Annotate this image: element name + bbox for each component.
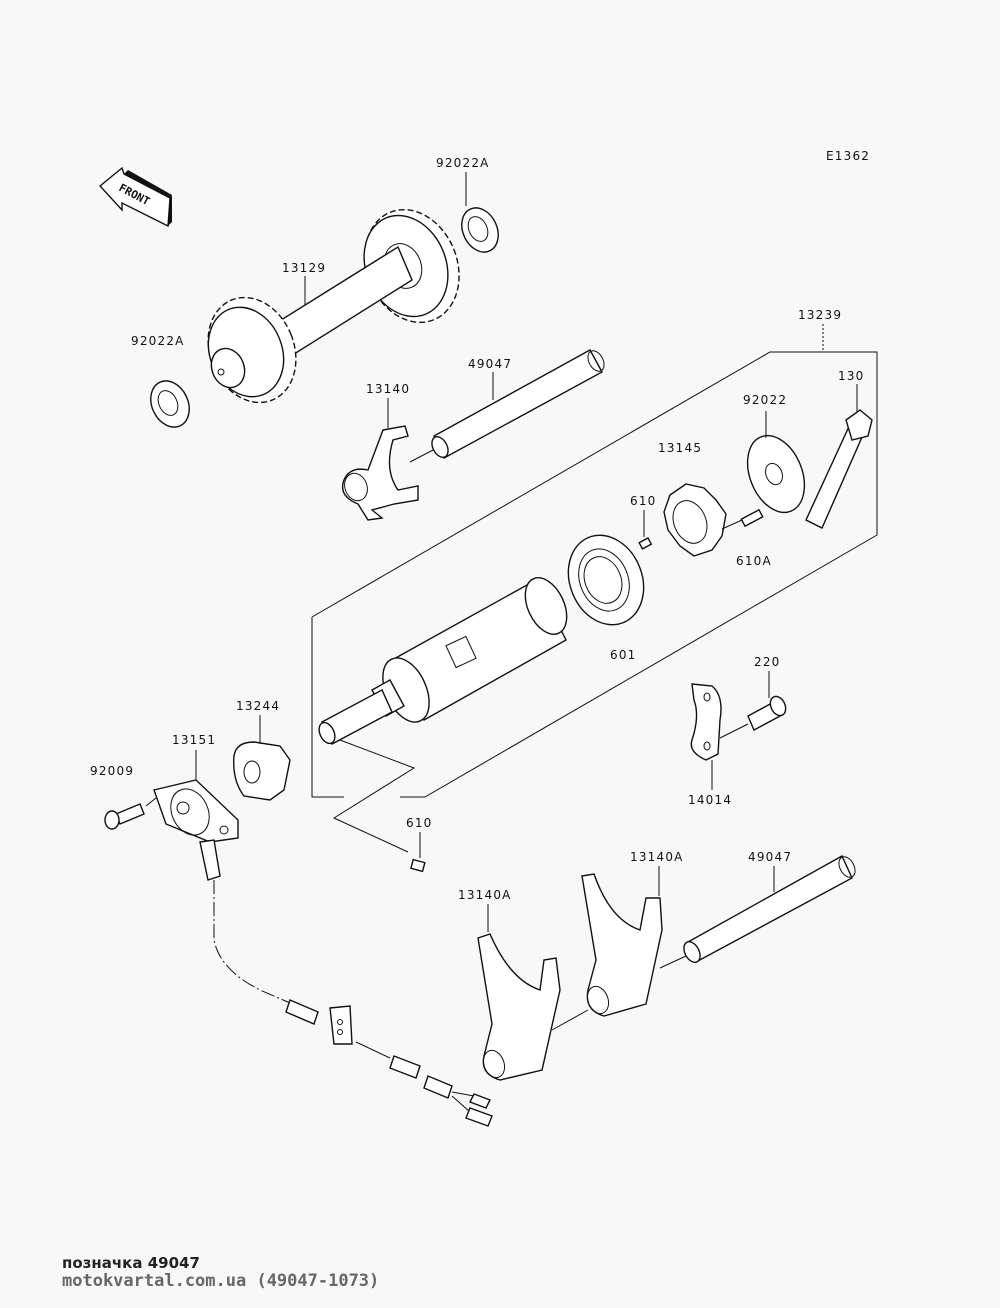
footer-source: motokvartal.com.ua (49047-1073)	[62, 1271, 380, 1291]
label-13151: 13151	[172, 733, 216, 747]
part-92009-screw: 92009	[90, 764, 157, 830]
part-13145-cam-plate: 13145	[658, 441, 727, 557]
label-13244: 13244	[236, 699, 280, 713]
label-49047-bottom: 49047	[748, 850, 792, 864]
part-shift-drum	[318, 577, 568, 745]
part-14014-plate: 14014	[688, 683, 732, 807]
label-13239: 13239	[798, 308, 842, 322]
part-49047-shaft-top: 49047	[409, 349, 605, 463]
label-130: 130	[838, 369, 865, 383]
label-92022A-top: 92022A	[436, 156, 490, 170]
label-610-bottom: 610	[406, 816, 433, 830]
label-13145: 13145	[658, 441, 702, 455]
part-13140A-fork-left: 13140A	[458, 888, 561, 1081]
label-13140: 13140	[366, 382, 410, 396]
label-92022A-left: 92022A	[131, 334, 185, 348]
part-610-pin-bottom: 610	[406, 816, 433, 873]
label-13140A-left: 13140A	[458, 888, 512, 902]
part-49047-shaft-bottom: 49047	[659, 850, 856, 969]
label-49047-top: 49047	[468, 357, 512, 371]
part-92022-washer: 92022	[743, 393, 806, 514]
label-610A: 610A	[736, 554, 772, 568]
part-610-pin-top: 610	[630, 494, 657, 550]
label-92009: 92009	[90, 764, 134, 778]
part-13129-shaft: 13129	[207, 208, 460, 404]
label-13129: 13129	[282, 261, 326, 275]
diagram-code: E1362	[826, 149, 870, 163]
label-92022: 92022	[743, 393, 787, 407]
front-arrow-icon: FRONT	[98, 166, 172, 228]
label-601: 601	[610, 648, 637, 662]
part-601-bearing: 601	[567, 534, 645, 662]
label-14014: 14014	[688, 793, 732, 807]
part-610A-pin: 610A	[721, 508, 772, 568]
part-130-bolt: 130	[805, 369, 873, 529]
part-13140A-fork-right: 13140A	[551, 850, 684, 1031]
part-13244-holder: 13244	[233, 699, 291, 801]
part-13151-switch: 13151	[153, 733, 239, 881]
part-92022A-washer-top: 92022A	[436, 156, 499, 253]
part-13140-fork: 13140	[341, 382, 419, 521]
part-wire-harness	[213, 880, 493, 1127]
footer-caption: позначка 49047	[62, 1254, 200, 1272]
label-13140A-right: 13140A	[630, 850, 684, 864]
part-220-bolt: 220	[719, 655, 787, 739]
label-610-top: 610	[630, 494, 657, 508]
part-92022A-washer-left: 92022A	[131, 334, 190, 428]
assembly-13239-frame: 13239	[311, 308, 878, 853]
label-220: 220	[754, 655, 781, 669]
